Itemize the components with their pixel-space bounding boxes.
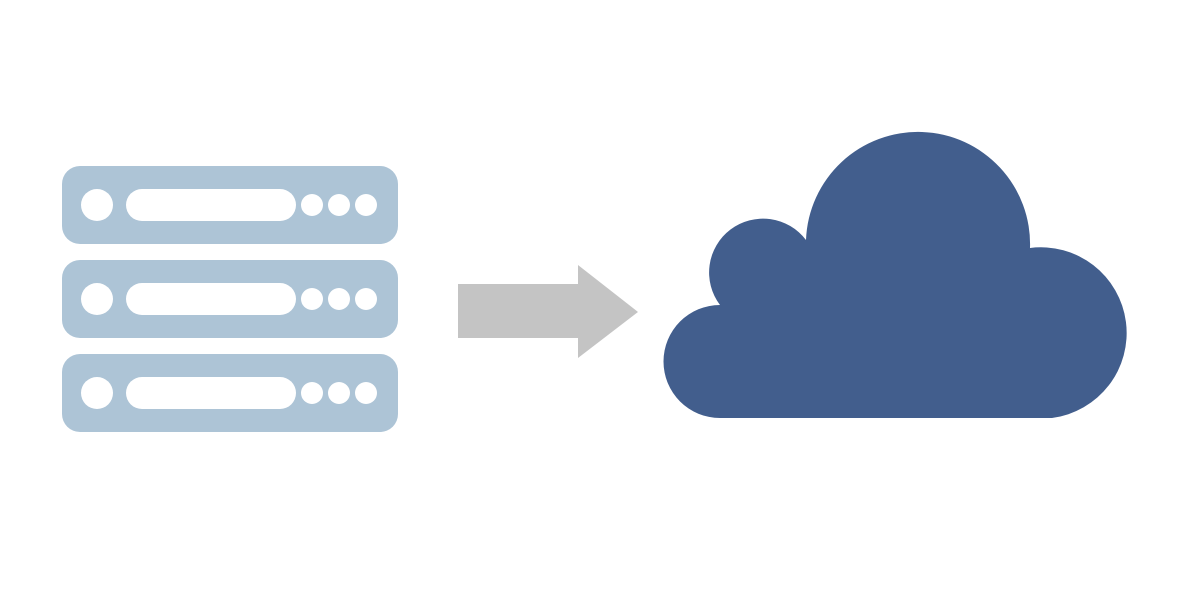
- server-indicator-dot: [328, 194, 350, 216]
- server-indicator-dot: [328, 288, 350, 310]
- server-unit: [62, 354, 398, 432]
- server-indicator-dot: [355, 382, 377, 404]
- server-indicator-dot: [301, 288, 323, 310]
- server-indicator-dot: [301, 194, 323, 216]
- server-drive-slot: [126, 377, 296, 409]
- server-stack-icon: [62, 166, 398, 432]
- server-drive-slot: [126, 189, 296, 221]
- cloud-shape: [663, 131, 1127, 418]
- cloud-icon: [663, 131, 1127, 418]
- server-power-light: [81, 283, 113, 315]
- server-indicator-dot: [301, 382, 323, 404]
- arrow-right-icon: [458, 265, 638, 358]
- server-drive-slot: [126, 283, 296, 315]
- server-indicator-dot: [355, 288, 377, 310]
- server-unit: [62, 166, 398, 244]
- server-power-light: [81, 377, 113, 409]
- server-unit: [62, 260, 398, 338]
- server-power-light: [81, 189, 113, 221]
- arrow-shape: [458, 265, 638, 358]
- server-indicator-dot: [355, 194, 377, 216]
- server-indicator-dot: [328, 382, 350, 404]
